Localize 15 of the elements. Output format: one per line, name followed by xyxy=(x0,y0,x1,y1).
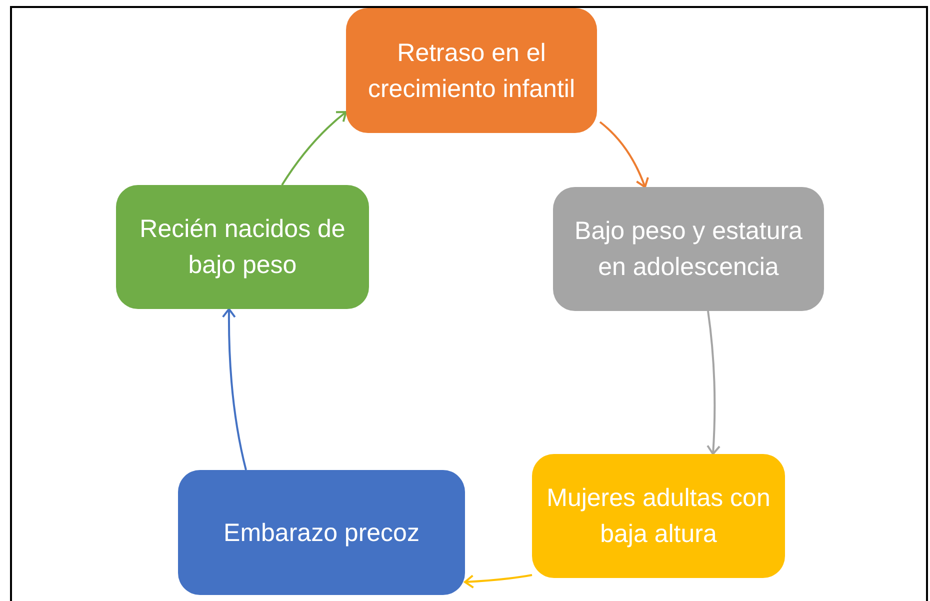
process-box xyxy=(116,185,369,309)
box-label: Recién nacidos de bajo peso xyxy=(138,214,346,281)
box-label: Embarazo precoz xyxy=(224,518,420,548)
curved-arrow xyxy=(281,111,347,186)
process-box xyxy=(553,187,824,311)
box-label: Mujeres adultas con baja altura xyxy=(546,483,772,550)
curved-arrow xyxy=(706,310,720,455)
box-label: Bajo peso y estatura en adolescencia xyxy=(574,216,804,283)
box-label: Retraso en el crecimiento infantil xyxy=(366,38,576,104)
curved-arrow xyxy=(222,308,247,470)
process-box xyxy=(532,454,785,578)
process-box xyxy=(346,8,597,133)
curved-arrow xyxy=(464,574,532,589)
process-box xyxy=(178,470,465,595)
curved-arrow xyxy=(599,121,649,188)
